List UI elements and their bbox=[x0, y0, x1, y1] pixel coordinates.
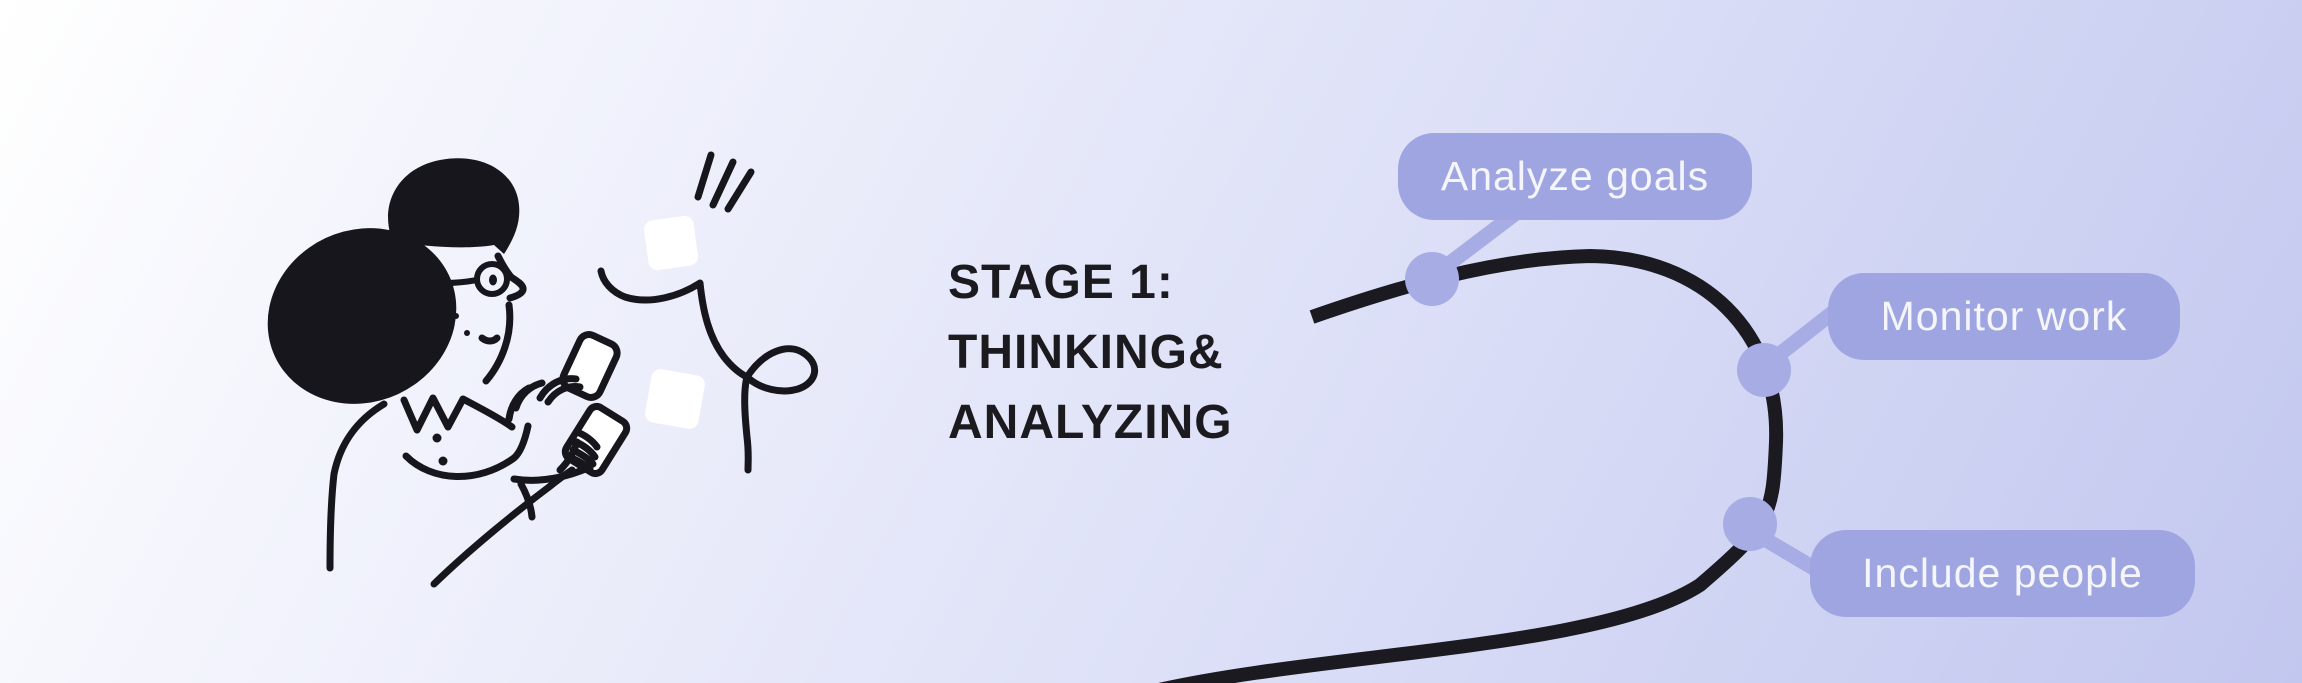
back-outline bbox=[326, 400, 388, 572]
step-label-monitor-work: Monitor work bbox=[1828, 273, 2180, 360]
motion-line bbox=[694, 151, 715, 201]
title-line: STAGE 1: bbox=[948, 256, 1174, 309]
step-dot-monitor-work bbox=[1737, 343, 1791, 397]
page-title: STAGE 1: THINKING& ANALYZING bbox=[948, 248, 1288, 458]
journey-curve bbox=[1158, 248, 1784, 683]
knuckle-curl bbox=[505, 384, 533, 423]
step-label-text: Monitor work bbox=[1880, 293, 2128, 339]
step-label-text: Analyze goals bbox=[1440, 153, 1710, 199]
sticky-note bbox=[645, 369, 705, 429]
knuckle-curl bbox=[536, 375, 580, 402]
glasses-temple bbox=[442, 277, 480, 286]
title-line: THINKING& bbox=[948, 326, 1224, 379]
chest-curve bbox=[402, 422, 532, 480]
eye-pupil bbox=[489, 274, 497, 286]
hair-top bbox=[388, 158, 520, 254]
swoosh-doodle bbox=[597, 267, 819, 474]
collar-zigzag bbox=[400, 394, 516, 434]
freckle bbox=[453, 313, 459, 319]
step-label-analyze-goals: Analyze goals bbox=[1398, 133, 1752, 220]
forearm-line bbox=[510, 464, 592, 484]
lower-arm bbox=[430, 466, 576, 588]
step-dot-include-people bbox=[1723, 497, 1777, 551]
woman-with-phone-illustration bbox=[267, 151, 819, 588]
sticky-note bbox=[643, 215, 699, 271]
shirt-button bbox=[432, 433, 442, 443]
shirt-button bbox=[438, 456, 448, 466]
hair-bun bbox=[267, 228, 457, 404]
wrist-line bbox=[556, 438, 581, 474]
step-label-include-people: Include people bbox=[1810, 530, 2195, 617]
title-line: ANALYZING bbox=[948, 396, 1233, 449]
step-dot-analyze-goals bbox=[1405, 252, 1459, 306]
step-label-text: Include people bbox=[1862, 550, 2143, 596]
motion-line bbox=[709, 158, 737, 209]
finger bbox=[570, 455, 594, 473]
smile bbox=[478, 334, 501, 345]
motion-line bbox=[724, 168, 755, 213]
knuckle-curl bbox=[544, 383, 584, 406]
chin-jaw-line bbox=[482, 301, 514, 385]
finger bbox=[573, 428, 601, 451]
freckle bbox=[464, 330, 470, 336]
freckle bbox=[445, 333, 451, 339]
